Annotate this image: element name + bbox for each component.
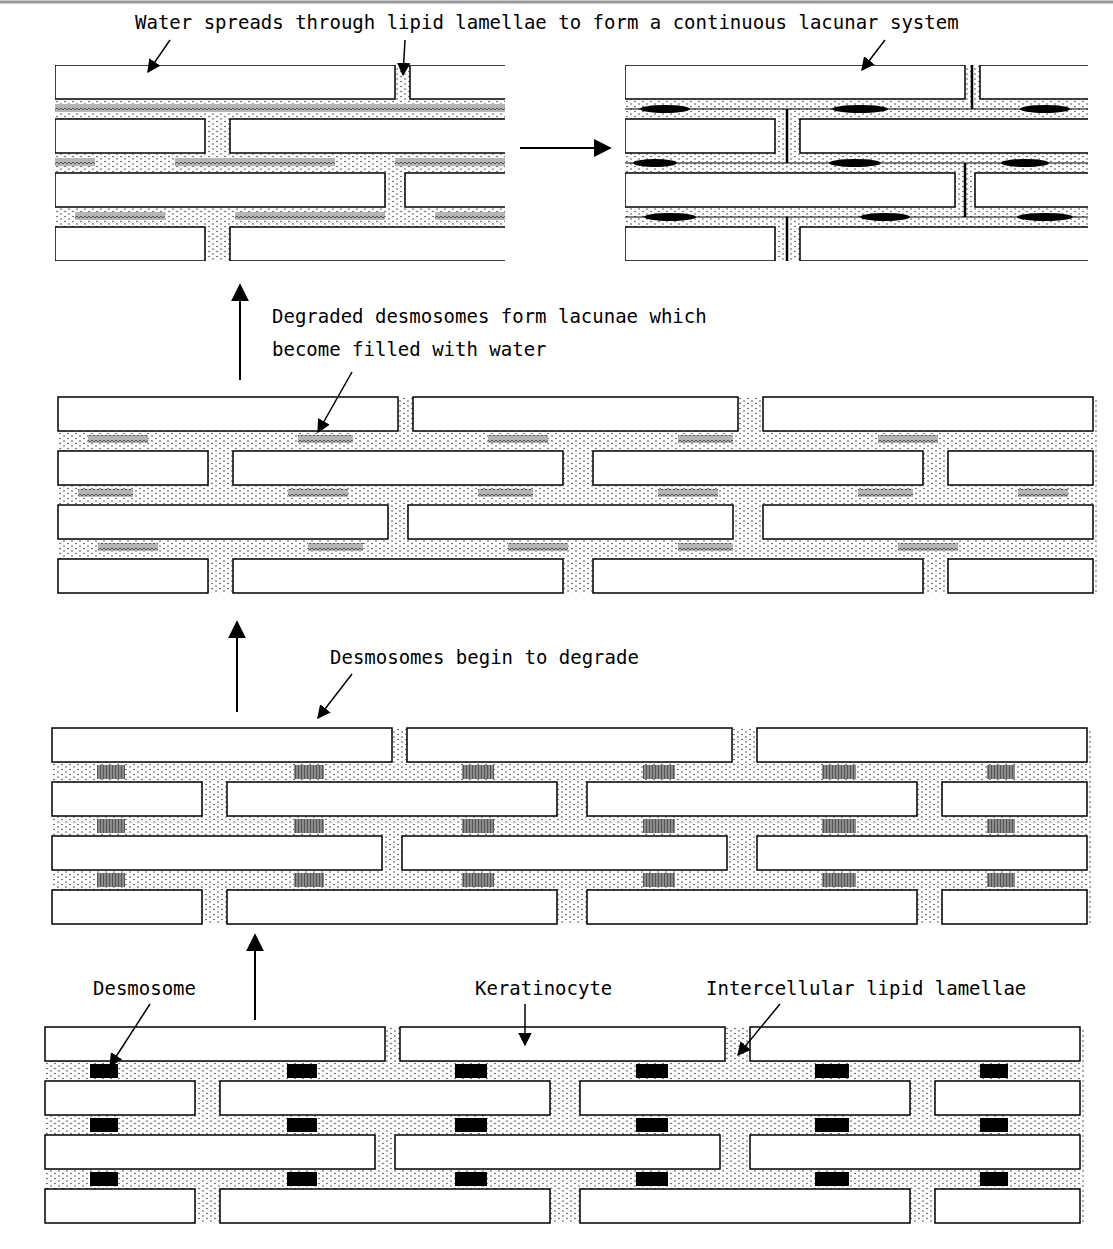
callout-label: Desmosomes begin to degrade (330, 645, 780, 669)
callout-label: Desmosome (93, 976, 293, 1000)
stage-intact (45, 1027, 1085, 1223)
callout-label: Intercellular lipid lamellae (706, 976, 1096, 1000)
stage-lacunar-system (625, 65, 1113, 261)
stage-arrows (237, 148, 610, 1020)
callout-label: Keratinocyte (475, 976, 695, 1000)
stage-degrading (52, 728, 1092, 924)
callout-label: Degraded desmosomes form lacunae which b… (272, 300, 752, 366)
leader-lines (110, 40, 885, 1066)
callout-label: Water spreads through lipid lamellae to … (135, 10, 1095, 34)
top-rule (0, 1, 1113, 4)
stage-lacunae (58, 397, 1098, 593)
